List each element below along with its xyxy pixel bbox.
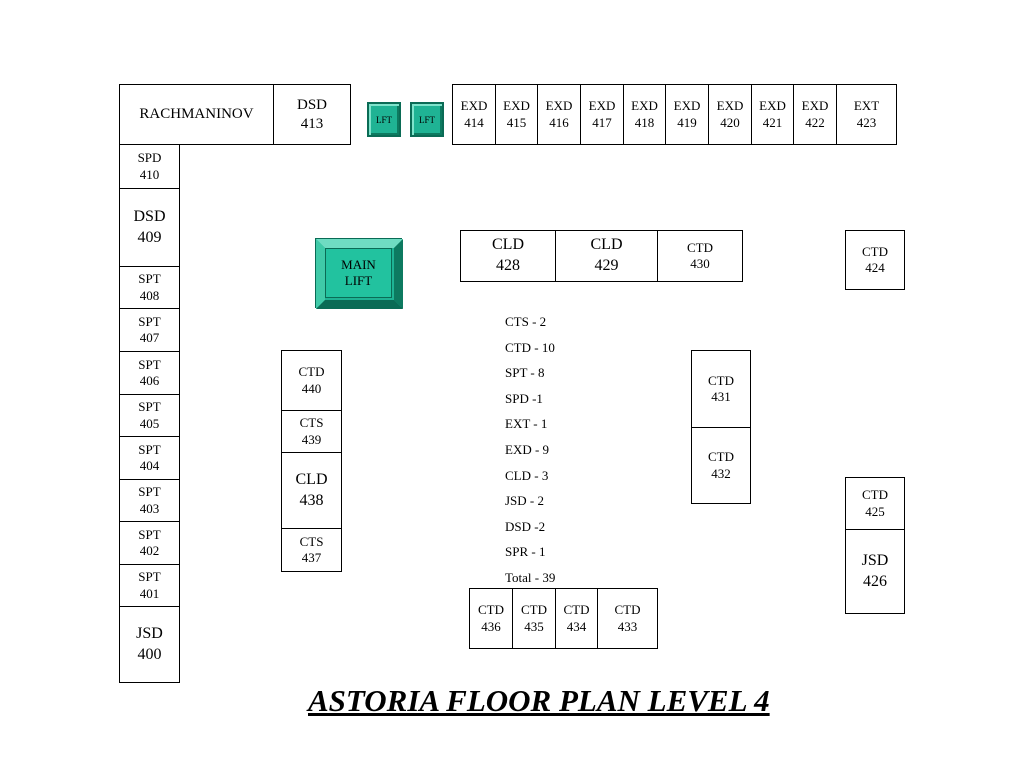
summary-total: Total - 39 [505, 569, 556, 585]
summary-item: JSD - 2 [505, 493, 545, 509]
summary-item: SPT - 8 [505, 365, 545, 381]
summary-item: SPR - 1 [505, 544, 546, 560]
summary-item: CLD - 3 [505, 467, 549, 483]
main-lift-face: MAIN LIFT [325, 248, 392, 298]
summary-item: SPD -1 [505, 390, 543, 406]
room-rachmaninov: RACHMANINOV [119, 84, 274, 145]
main-lift: MAIN LIFT [315, 238, 403, 309]
main-lift-bevel [316, 239, 403, 309]
room-413: DSD 413 [273, 84, 351, 145]
lift-small-2: LFT [410, 102, 444, 137]
page-title: ASTORIA FLOOR PLAN LEVEL 4 [308, 683, 770, 718]
room-count-summary: CTS - 2 CTD - 10 SPT - 8 SPD -1 EXT - 1 … [505, 313, 555, 595]
summary-item: CTD - 10 [505, 339, 555, 355]
summary-item: EXD - 9 [505, 441, 550, 457]
summary-item: DSD -2 [505, 518, 546, 534]
lift-small-1: LFT [367, 102, 401, 137]
summary-item: EXT - 1 [505, 416, 548, 432]
room-name: RACHMANINOV [139, 106, 254, 123]
summary-item: CTS - 2 [505, 314, 547, 329]
